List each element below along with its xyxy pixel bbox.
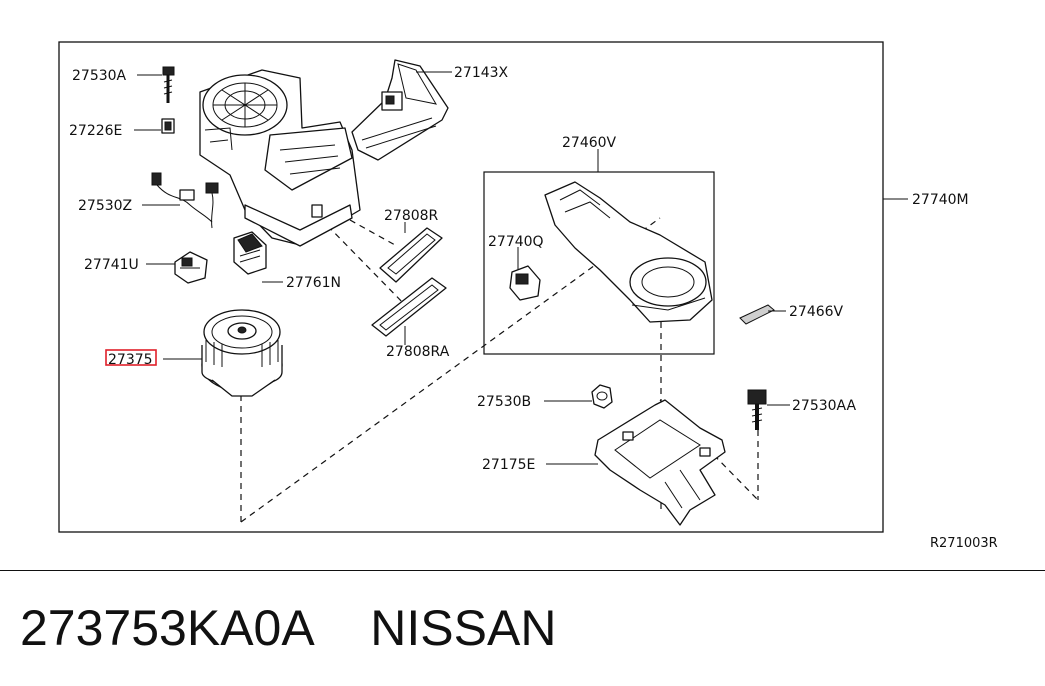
- label-27375: 27375: [108, 352, 153, 368]
- filter-27466v: [739, 304, 775, 325]
- amplifier-27761n: [233, 231, 267, 275]
- parts-diagram: 27530A 27226E 27530Z 27741U 27375 27761N…: [58, 41, 998, 551]
- label-27530z: 27530Z: [78, 198, 132, 214]
- resistor-27741u: [174, 251, 208, 284]
- label-27808ra: 27808RA: [386, 344, 450, 360]
- highlight-box-27375: [105, 349, 157, 366]
- nut-27530b: [591, 384, 613, 409]
- duct-27460v: [544, 181, 713, 323]
- bolt-27530aa: [747, 389, 767, 430]
- footer-title: 273753KA0A NISSAN: [20, 598, 556, 658]
- harness-27530z: [151, 172, 219, 229]
- blower-motor-27375: [201, 309, 283, 397]
- leader-lines: [134, 71, 908, 465]
- label-27530aa: 27530AA: [792, 398, 857, 414]
- label-27740q: 27740Q: [488, 234, 544, 250]
- label-27740m: 27740M: [912, 192, 969, 208]
- clip-27226e: [161, 118, 175, 134]
- brand-name: NISSAN: [370, 600, 557, 656]
- label-27460v: 27460V: [562, 135, 617, 151]
- gasket-27808ra: [371, 277, 447, 337]
- label-27143x: 27143X: [454, 65, 509, 81]
- label-27761n: 27761N: [286, 275, 341, 291]
- bracket-27175e: [594, 399, 726, 526]
- label-27530a: 27530A: [72, 68, 127, 84]
- label-27808r: 27808R: [384, 208, 439, 224]
- reference-code: R271003R: [930, 536, 998, 551]
- label-27175e: 27175E: [482, 457, 535, 473]
- subassembly-frame: [483, 171, 715, 355]
- blower-housing: [199, 69, 361, 247]
- diagram-frame: [58, 41, 884, 533]
- part-number: 273753KA0A: [20, 600, 315, 656]
- gasket-27808r: [379, 227, 443, 283]
- footer-divider: [0, 570, 1045, 571]
- screw-27530a: [162, 66, 175, 103]
- label-27530b: 27530B: [477, 394, 531, 410]
- label-27226e: 27226E: [69, 123, 122, 139]
- sensor-27740q: [509, 265, 541, 301]
- label-27466v: 27466V: [789, 304, 844, 320]
- label-27741u: 27741U: [84, 257, 139, 273]
- bracket-27143x: [351, 59, 449, 161]
